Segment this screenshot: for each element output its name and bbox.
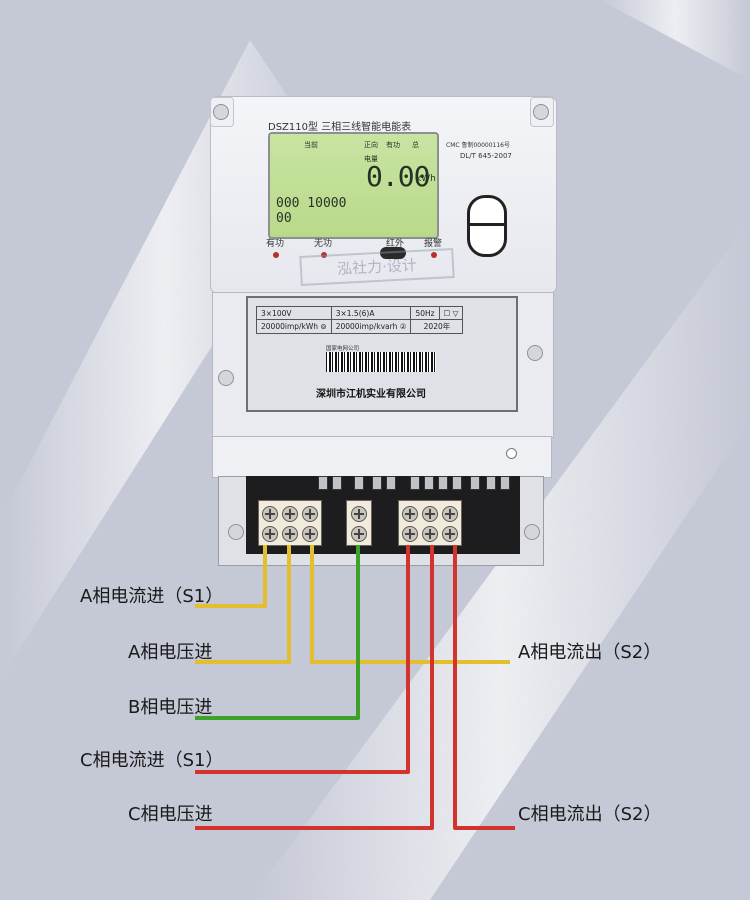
terminal-screw-icon[interactable] [351, 506, 367, 522]
lcd-display: 当前 正向 有功 总 电量 0.00 kWh 000 10000 00 [268, 132, 439, 239]
label-a-voltage-in: A相电压进 [128, 642, 213, 663]
protocol-standard: DL/T 645-2007 [460, 152, 512, 160]
lcd-forward-label: 正向 [364, 141, 378, 149]
lcd-active-label: 有功 [386, 141, 400, 149]
active-pulse-led-icon [273, 252, 279, 258]
label-b-voltage-in: B相电压进 [128, 697, 213, 718]
lcd-unit: kWh [416, 174, 436, 184]
base-screw-left [228, 524, 244, 540]
lcd-total-label: 总 [412, 141, 419, 149]
terminal-screw-icon[interactable] [302, 506, 318, 522]
indicator-active-label: 有功 [266, 239, 285, 249]
lcd-energy-value: 0.00 [366, 160, 430, 193]
label-a-current-out: A相电流出（S2） [518, 642, 662, 663]
cover-screw-right [527, 345, 543, 361]
meter-model-title: DSZ110型 三相三线智能电能表 [268, 122, 412, 133]
top-screw-right [533, 104, 549, 120]
aux-terminal-pin [470, 476, 480, 490]
lcd-current-label: 当前 [304, 141, 318, 149]
terminal-screw-icon[interactable] [262, 526, 278, 542]
wire-c-current-in [195, 545, 410, 774]
wire-a-current-in [195, 545, 267, 608]
label-a-current-in: A相电流进（S1） [80, 586, 224, 607]
aux-terminal-pin [452, 476, 462, 490]
aux-terminal-pin [372, 476, 382, 490]
manufacture-year: 2020年 [410, 319, 464, 334]
terminal-screw-icon[interactable] [351, 526, 367, 542]
aux-terminal-pin [500, 476, 510, 490]
cmc-certification: CMC 鲁制00000116号 [446, 142, 511, 149]
wire-b-voltage-in [195, 545, 360, 720]
aux-terminal-pin [332, 476, 342, 490]
lcd-secondary-line-2: 00 [276, 211, 292, 226]
terminal-screw-icon[interactable] [262, 506, 278, 522]
infrared-port-icon [380, 247, 406, 259]
base-screw-right [524, 524, 540, 540]
aux-terminal-pin [486, 476, 496, 490]
barcode-owner-label: 国家电网公司 [326, 346, 360, 352]
terminal-screw-icon[interactable] [442, 526, 458, 542]
display-page-button[interactable] [467, 195, 507, 257]
indicator-reactive-label: 无功 [314, 239, 333, 249]
terminal-screw-icon[interactable] [282, 506, 298, 522]
label-c-voltage-in: C相电压进 [128, 804, 213, 825]
rating-table: 3×100V 3×1.5(6)A 50Hz ☐ ▽ 20000imp/kWh ⊚… [256, 306, 464, 334]
seal-hole-icon [506, 448, 517, 459]
terminal-screw-icon[interactable] [302, 526, 318, 542]
wire-a-voltage-in [195, 545, 291, 664]
label-c-current-out: C相电流出（S2） [518, 804, 662, 825]
label-c-current-in: C相电流进（S1） [80, 750, 224, 771]
wire-a-current-out [310, 545, 510, 664]
aux-terminal-pin [410, 476, 420, 490]
indicator-infrared-label: 红外 [386, 239, 405, 249]
terminal-screw-icon[interactable] [402, 506, 418, 522]
cover-screw-left [218, 370, 234, 386]
top-screw-left [213, 104, 229, 120]
indicator-alarm-label: 报警 [424, 239, 443, 249]
terminal-screw-icon[interactable] [422, 506, 438, 522]
alarm-led-icon [431, 252, 437, 258]
wire-c-current-out [453, 545, 515, 830]
aux-terminal-pin [354, 476, 364, 490]
terminal-screw-icon[interactable] [442, 506, 458, 522]
aux-terminal-pin [386, 476, 396, 490]
terminal-screw-icon[interactable] [402, 526, 418, 542]
reactive-pulse-led-icon [321, 252, 327, 258]
aux-terminal-pin [424, 476, 434, 490]
manufacturer-name: 深圳市江机实业有限公司 [316, 389, 426, 400]
lcd-energy-label: 电量 [364, 155, 378, 163]
terminal-screw-icon[interactable] [282, 526, 298, 542]
lcd-secondary-line-1: 000 10000 [276, 196, 347, 211]
aux-terminal-pin [318, 476, 328, 490]
reactive-constant: 20000imp/kvarh ② [330, 319, 412, 334]
terminal-screw-icon[interactable] [422, 526, 438, 542]
barcode-icon [326, 352, 436, 372]
wire-c-voltage-in [195, 545, 434, 830]
aux-terminal-pin [438, 476, 448, 490]
